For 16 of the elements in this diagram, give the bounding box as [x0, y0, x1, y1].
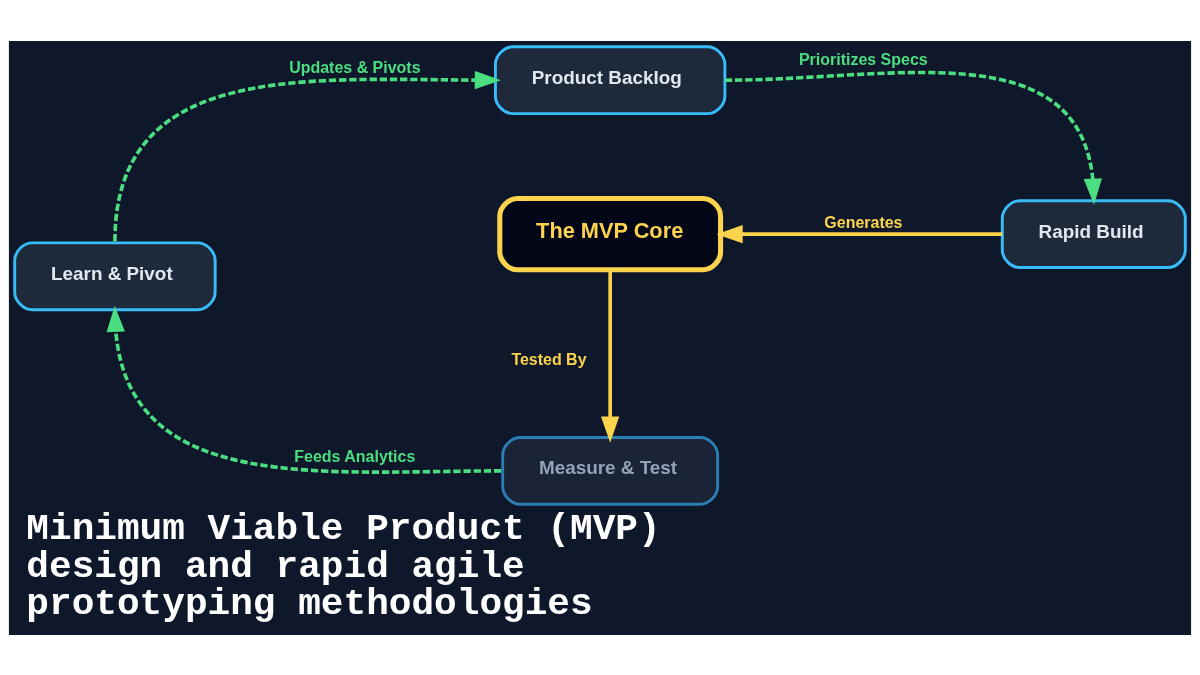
edge-label: Updates & Pivots — [289, 58, 421, 76]
edge-label: Prioritizes Specs — [798, 50, 928, 68]
node-box: The MVP Core — [497, 195, 724, 272]
arrow — [106, 305, 502, 474]
node-box: Measure & Test — [501, 435, 720, 506]
arrow — [601, 269, 620, 443]
edge-label: Feeds Analytics — [294, 447, 416, 465]
arrow — [724, 70, 1102, 205]
node-box: Rapid Build — [1000, 198, 1187, 269]
node-box: Product Backlog — [494, 44, 727, 115]
edge-label: Generates — [824, 213, 903, 231]
diagram-title: Minimum Viable Product (MVP) design and rapid agile prototyping methodologies — [26, 507, 661, 625]
arrow — [716, 224, 1003, 243]
edge-label: Tested By — [511, 350, 587, 368]
arrow — [113, 70, 501, 242]
node-box: Learn & Pivot — [13, 240, 217, 311]
